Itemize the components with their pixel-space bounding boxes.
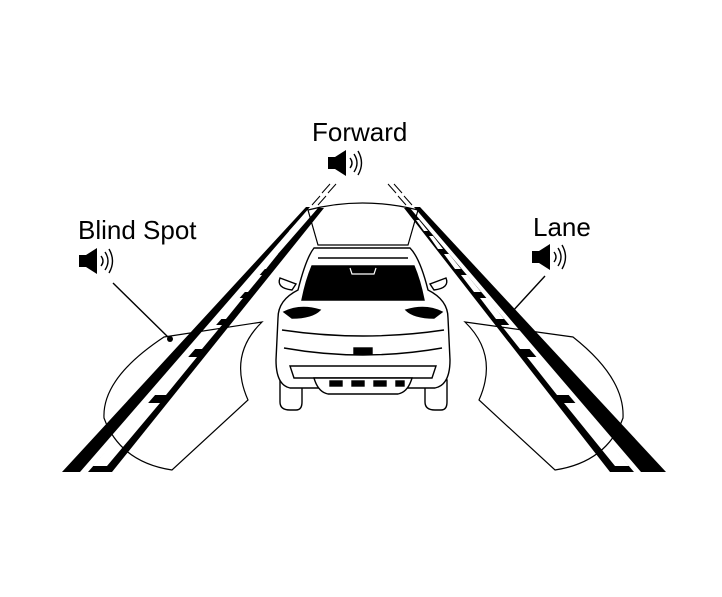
forward-detection-zone	[307, 202, 419, 246]
lane-label: Lane	[533, 212, 591, 242]
blind-spot-leader-line	[112, 282, 171, 340]
forward-speaker-icon	[328, 150, 363, 176]
blind-spot-label: Blind Spot	[78, 215, 197, 245]
lane-speaker-icon	[532, 244, 567, 270]
lane-leader-line	[510, 275, 546, 314]
forward-label: Forward	[312, 117, 408, 147]
blind-spot-leader-dot	[167, 336, 173, 342]
lane-leader-dot	[508, 310, 514, 316]
blind-spot-speaker-icon	[79, 248, 114, 274]
left-lane-marking	[62, 183, 337, 472]
vehicle-rear-view	[275, 247, 451, 411]
right-blind-spot-zone	[463, 321, 624, 471]
left-blind-spot-zone	[103, 321, 264, 471]
right-lane-marking	[387, 183, 666, 472]
